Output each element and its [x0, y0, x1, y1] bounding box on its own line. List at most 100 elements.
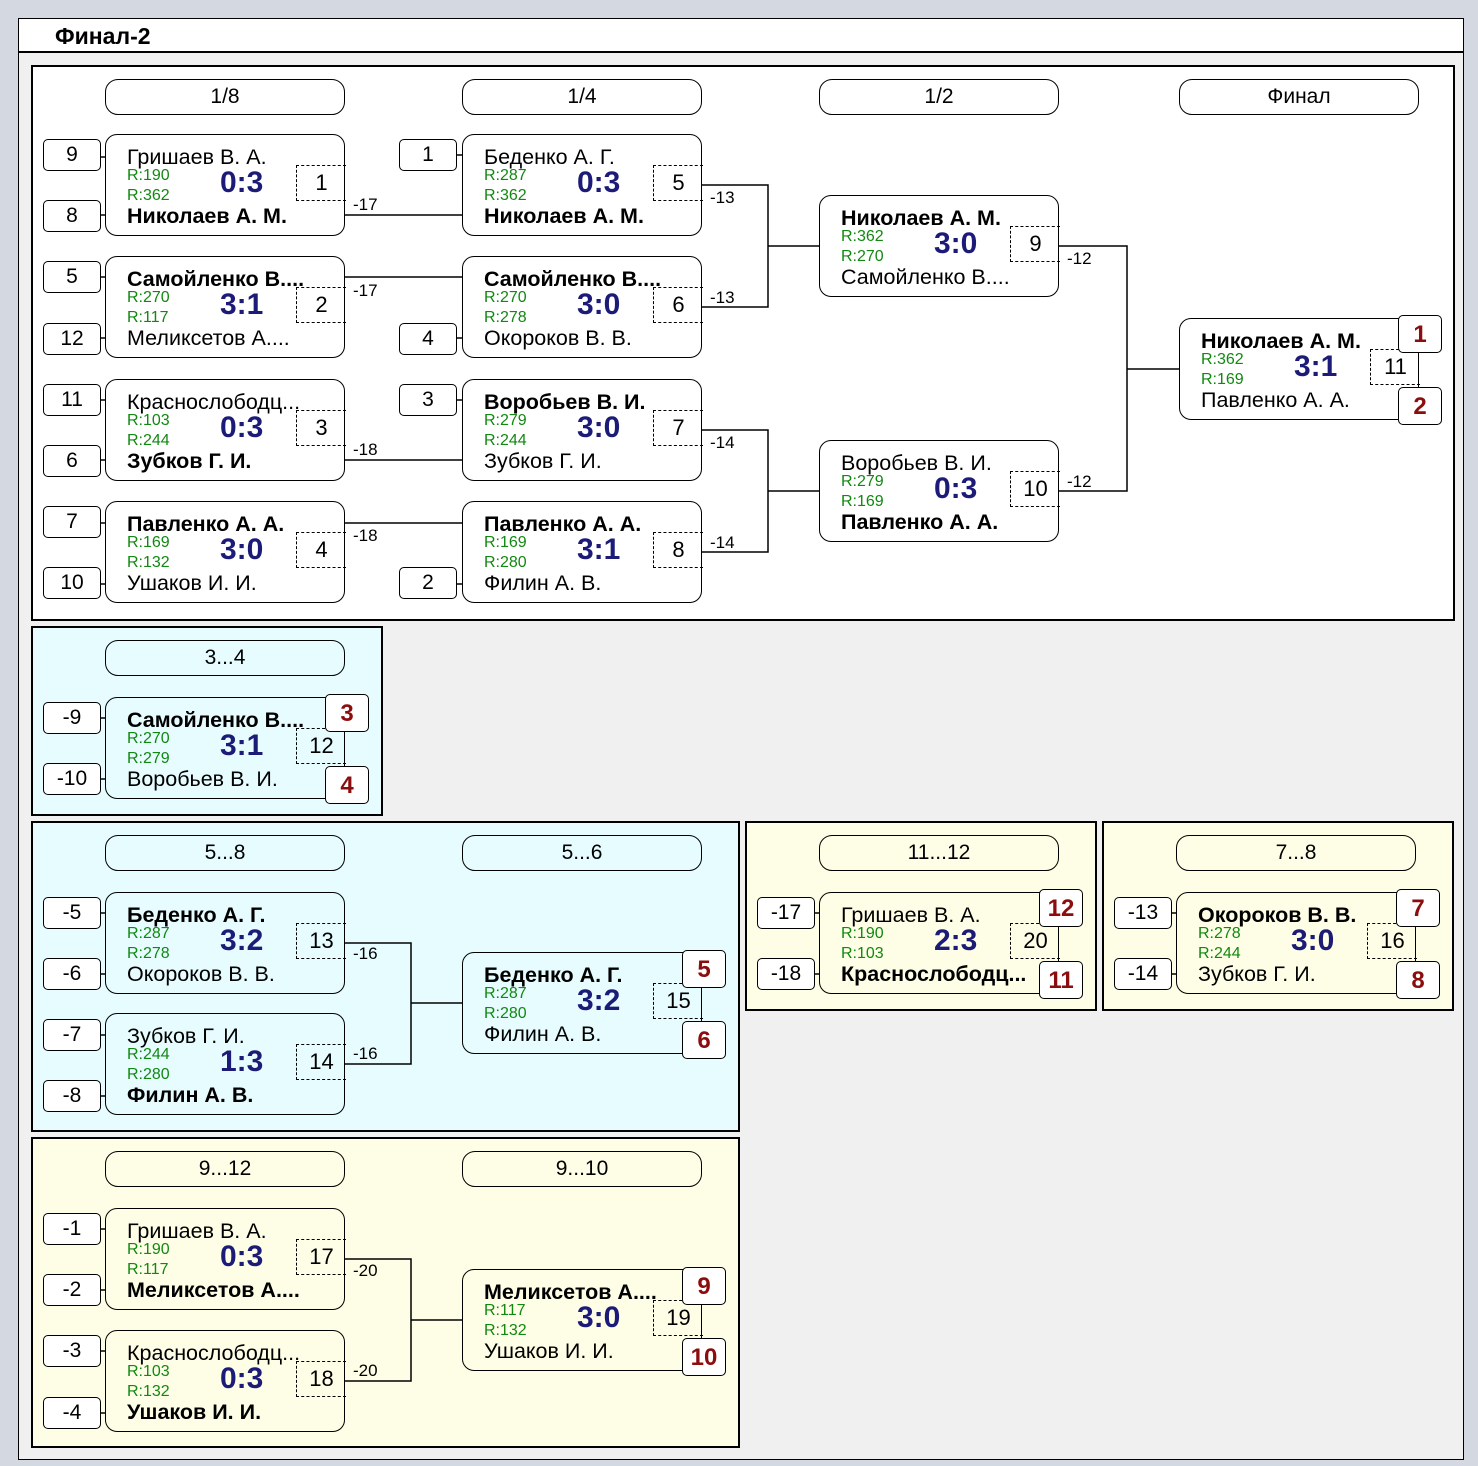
seed-box: -8: [43, 1080, 101, 1112]
player-rating: R:117: [484, 1302, 526, 1319]
seed-box: 7: [43, 506, 101, 538]
match-number: 12: [296, 728, 346, 764]
match-card[interactable]: Окороков В. В. R:278 R:244 3:0 16 Зубков…: [1176, 892, 1417, 994]
match-score: 0:3: [220, 1362, 264, 1395]
player-rating: R:362: [841, 228, 884, 245]
player-name: Филин А. В.: [484, 571, 602, 595]
seed-box: -14: [1114, 958, 1172, 990]
round-header-3-4: 3...4: [105, 640, 345, 676]
player-rating: R:287: [484, 985, 527, 1002]
match-card[interactable]: Воробьев В. И. R:279 R:244 3:0 7 Зубков …: [462, 379, 703, 481]
match-number: 7: [653, 410, 703, 446]
place-badge: 10: [682, 1338, 726, 1376]
player-rating: R:190: [127, 167, 170, 184]
seed-box: -3: [43, 1335, 101, 1367]
winner-name: Меликсетов А....: [484, 1280, 657, 1304]
player-rating: R:270: [484, 289, 527, 306]
player-rating: R:270: [127, 289, 170, 306]
match-card[interactable]: Николаев А. М. R:362 R:169 3:1 11 Павлен…: [1179, 318, 1420, 420]
drop-label: -12: [1067, 249, 1092, 268]
match-score: 3:2: [220, 924, 264, 957]
match-card[interactable]: Меликсетов А.... R:117 R:132 3:0 19 Ушак…: [462, 1269, 703, 1371]
player-rating: R:280: [484, 1005, 527, 1022]
place-badge: 5: [682, 950, 726, 988]
round-header-5-8: 5...8: [105, 835, 345, 871]
winner-name: Самойленко В....: [127, 267, 305, 291]
match-score: 2:3: [934, 924, 978, 957]
match-score: 3:0: [577, 288, 621, 321]
winner-name: Николаев А. М.: [841, 206, 1001, 230]
player-rating: R:244: [127, 432, 170, 449]
drop-label: -20: [353, 1361, 378, 1380]
player-rating: R:103: [841, 945, 884, 962]
match-number: 6: [653, 287, 703, 323]
player-rating: R:362: [1201, 351, 1244, 368]
winner-name: Окороков В. В.: [1198, 903, 1357, 927]
match-card[interactable]: Павленко А. А. R:169 R:280 3:1 8 Филин А…: [462, 501, 703, 603]
seed-box: -7: [43, 1019, 101, 1051]
match-card[interactable]: Самойленко В.... R:270 R:278 3:0 6 Окоро…: [462, 256, 703, 358]
seed-box: -1: [43, 1213, 101, 1245]
match-card[interactable]: Краснослободц... R:103 R:244 0:3 3 Зубко…: [105, 379, 346, 481]
drop-label: -17: [353, 195, 378, 214]
main-bracket-panel: 1/8 1/4 1/2 Финал 9 8 5 12 11 6 7 10 1 4…: [31, 65, 1455, 621]
player-rating: R:279: [484, 412, 527, 429]
seed-box: -5: [43, 897, 101, 929]
winner-name: Беденко А. Г.: [484, 963, 623, 987]
place-badge: 11: [1039, 961, 1083, 999]
seed-box: 5: [43, 261, 101, 293]
match-card[interactable]: Зубков Г. И. R:244 R:280 1:3 14 Филин А.…: [105, 1013, 346, 1115]
match-score: 3:0: [1291, 924, 1335, 957]
player-name: Зубков Г. И.: [1198, 962, 1316, 986]
match-card[interactable]: Беденко А. Г. R:287 R:280 3:2 15 Филин А…: [462, 952, 703, 1054]
page-title: Финал-2: [55, 23, 151, 49]
match-card[interactable]: Павленко А. А. R:169 R:132 3:0 4 Ушаков …: [105, 501, 346, 603]
round-header-final: Финал: [1179, 79, 1419, 115]
winner-name: Краснослободц...: [841, 962, 1027, 986]
drop-label: -18: [353, 526, 378, 545]
round-header-1-4: 1/4: [462, 79, 702, 115]
player-name: Краснослободц...: [127, 1341, 301, 1365]
seed-box: 12: [43, 323, 101, 355]
match-number: 8: [653, 532, 703, 568]
player-name: Ушаков И. И.: [127, 571, 257, 595]
seed-box: -18: [757, 958, 815, 990]
match-card[interactable]: Самойленко В.... R:270 R:117 3:1 2 Мелик…: [105, 256, 346, 358]
match-number: 2: [296, 287, 346, 323]
match-score: 3:0: [934, 227, 978, 260]
match-card[interactable]: Самойленко В.... R:270 R:279 3:1 12 Воро…: [105, 697, 346, 799]
player-rating: R:103: [127, 1363, 170, 1380]
match-card[interactable]: Краснослободц... R:103 R:132 0:3 18 Ушак…: [105, 1330, 346, 1432]
drop-label: -14: [710, 433, 735, 452]
drop-label: -18: [353, 440, 378, 459]
match-card[interactable]: Беденко А. Г. R:287 R:278 3:2 13 Окороко…: [105, 892, 346, 994]
player-name: Меликсетов А....: [127, 326, 290, 350]
match-card[interactable]: Гришаев В. А. R:190 R:362 0:3 1 Николаев…: [105, 134, 346, 236]
match-number: 11: [1370, 349, 1420, 385]
player-name: Окороков В. В.: [484, 326, 632, 350]
winner-name: Павленко А. А.: [484, 512, 642, 536]
player-rating: R:117: [127, 1261, 169, 1278]
player-rating: R:132: [484, 1322, 527, 1339]
player-rating: R:362: [484, 187, 527, 204]
player-rating: R:280: [484, 554, 527, 571]
winner-name: Воробьев В. И.: [484, 390, 646, 414]
player-rating: R:103: [127, 412, 170, 429]
match-card[interactable]: Николаев А. М. R:362 R:270 3:0 9 Самойле…: [819, 195, 1060, 297]
place-badge: 8: [1396, 961, 1440, 999]
match-card[interactable]: Гришаев В. А. R:190 R:103 2:3 20 Краснос…: [819, 892, 1060, 994]
match-card[interactable]: Беденко А. Г. R:287 R:362 0:3 5 Николаев…: [462, 134, 703, 236]
match-card[interactable]: Гришаев В. А. R:190 R:117 0:3 17 Меликсе…: [105, 1208, 346, 1310]
player-rating: R:270: [127, 730, 170, 747]
drop-label: -13: [710, 288, 735, 307]
winner-name: Павленко А. А.: [127, 512, 285, 536]
winner-name: Меликсетов А....: [127, 1278, 300, 1302]
drop-label: -20: [353, 1261, 378, 1280]
player-rating: R:287: [484, 167, 527, 184]
drop-label: -17: [353, 281, 378, 300]
match-score: 0:3: [577, 166, 621, 199]
seed-box: 9: [43, 139, 101, 171]
match-card[interactable]: Воробьев В. И. R:279 R:169 0:3 10 Павлен…: [819, 440, 1060, 542]
player-rating: R:270: [841, 248, 884, 265]
places-11-12-panel: 11...12 -17 -18 Гришаев В. А. R:190 R:10…: [745, 821, 1097, 1011]
